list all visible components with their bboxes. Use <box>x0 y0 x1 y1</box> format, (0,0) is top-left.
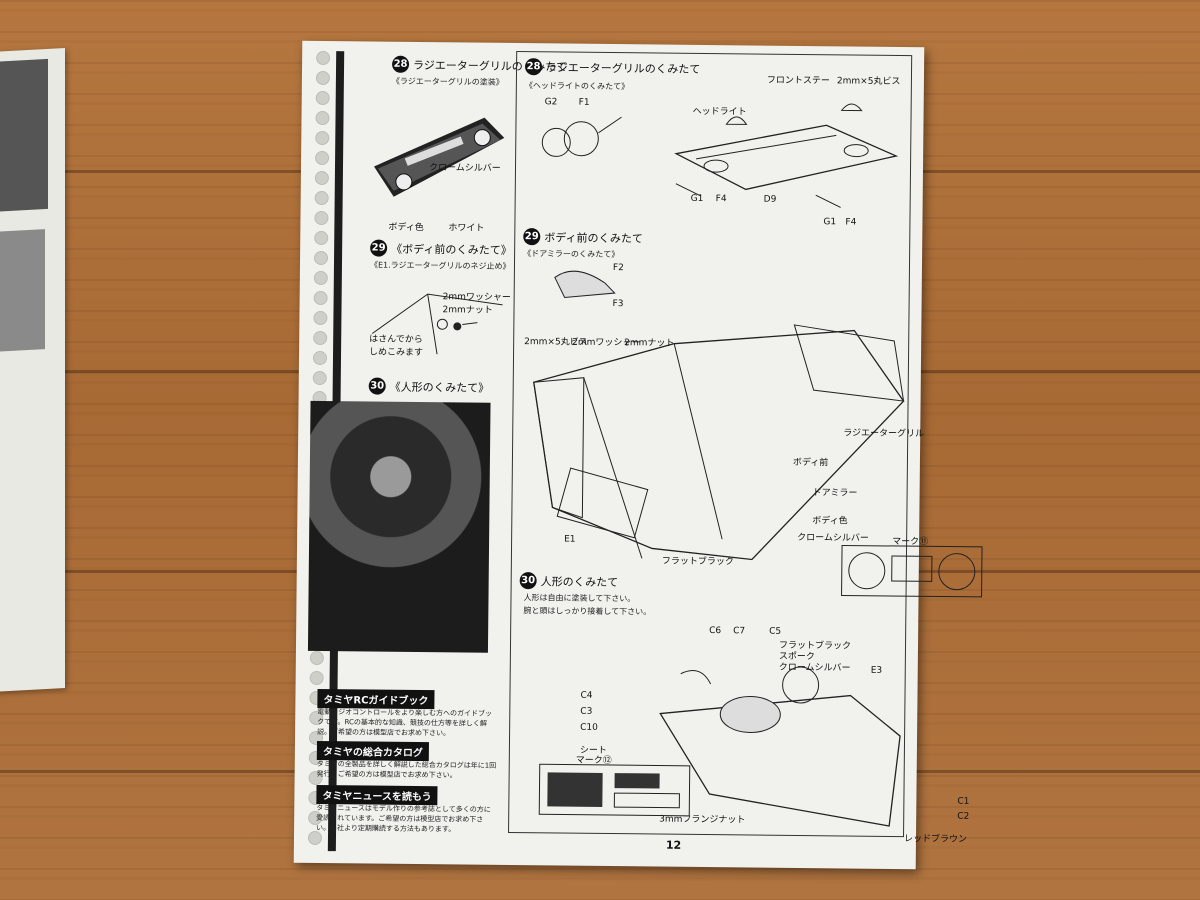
left-step29-heading: 29 《ボディ前のくみたて》 <box>370 239 512 257</box>
seat-and-figure-drawing <box>659 666 901 827</box>
left-step30-badge: 30 <box>368 377 386 395</box>
page-number: 12 <box>665 838 682 852</box>
body-label-chrome: クロームシルバー <box>797 532 869 544</box>
binding-hole <box>315 150 330 166</box>
right-step28-sub: 《ヘッドライトのくみたて》 <box>524 81 630 92</box>
left-column: 28 ラジエーターグリルのくみたて 《ラジエーターグリルの塗装》 ボディ色 ホワ… <box>342 51 567 853</box>
body-label-body-color: ボディ色 <box>812 516 848 527</box>
right-step29-heading: 29 ボディ前のくみたて <box>523 228 643 246</box>
part-c4: C4 <box>580 690 593 701</box>
part-c2: C2 <box>957 811 970 822</box>
right-step30-title: 人形のくみたて <box>540 574 619 589</box>
part-c6: C6 <box>709 626 722 637</box>
mark11-label: マーク⑪ <box>892 536 929 548</box>
body-label-nut: 2mmナット <box>624 338 675 349</box>
part-f4-right: F4 <box>845 217 857 228</box>
step29-label-nut: 2mmナット <box>442 305 493 316</box>
instruction-manual-page: 28 ラジエーターグリルのくみたて 《ラジエーターグリルの塗装》 ボディ色 ホワ… <box>293 40 983 870</box>
body-label-flat-black: フラットブラック <box>661 556 734 568</box>
left-step28-badge: 28 <box>391 55 410 73</box>
right-step28-title: ラジエーターグリルのくみたて <box>545 60 701 76</box>
part-f4-left: F4 <box>715 194 727 205</box>
left-step29-badge: 29 <box>370 239 388 257</box>
right-step28-heading: 28 ラジエーターグリルのくみたて <box>524 58 701 77</box>
headlight-assembly-drawing <box>541 103 899 208</box>
right-step28-badge: 28 <box>524 58 543 76</box>
grille-screw-drawing <box>371 293 503 355</box>
binding-hole <box>313 330 328 346</box>
guide-rc-book-text: 電動ラジオコントロールをより楽しむ方へのガイドブックです。RCの基本的な知識、競… <box>317 707 493 738</box>
right-step30-badge: 30 <box>519 572 537 590</box>
mark12-label: マーク⑫ <box>575 755 612 767</box>
part-c5: C5 <box>769 626 782 637</box>
seat-label-red-brown: レッドブラウン <box>903 834 968 845</box>
gauge-decal-drawing <box>841 544 983 598</box>
binding-hole <box>314 190 329 206</box>
part-f3: F3 <box>612 299 624 310</box>
label-front-stay: フロントステー <box>766 75 830 87</box>
seat-label-chrome: クロームシルバー <box>778 662 851 674</box>
background-instruction-sheet <box>0 48 65 692</box>
guide-catalog-text: タミヤの全製品を詳しく解説した総合カタログは年に1回発行。ご希望の方は模型店でお… <box>316 759 497 780</box>
binding-hole <box>314 230 329 246</box>
binding-hole <box>315 110 330 126</box>
radio-decal-drawing <box>538 763 691 817</box>
radiator-grille-drawing <box>374 117 505 197</box>
step30-note-1: 人形は自由に塗装して下さい。 <box>523 593 636 604</box>
part-g1-left: G1 <box>690 193 704 204</box>
part-g1-right: G1 <box>823 217 837 228</box>
left-step29-title: 《ボディ前のくみたて》 <box>391 242 512 257</box>
part-c3: C3 <box>580 706 593 717</box>
binding-hole <box>315 70 331 86</box>
left-step30-title: 《人形のくみたて》 <box>389 380 490 395</box>
binding-hole <box>314 210 329 226</box>
binding-hole <box>313 270 328 286</box>
binding-hole <box>309 670 324 686</box>
binding-hole <box>309 650 324 666</box>
body-label-radiator-grille: ラジエーターグリル <box>843 428 925 440</box>
label-headlight: ヘッドライト <box>692 106 747 118</box>
right-step29-badge: 29 <box>523 228 541 246</box>
part-c10: C10 <box>580 722 598 733</box>
binding-hole <box>313 290 328 306</box>
left-step28-sub: 《ラジエーターグリルの塗装》 <box>391 76 504 87</box>
binding-hole <box>314 170 329 186</box>
binding-hole <box>313 310 328 326</box>
right-step30-heading: 30 人形のくみたて <box>519 572 619 590</box>
grille-label-body: ボディ色 <box>388 222 424 234</box>
part-c1: C1 <box>957 796 970 807</box>
binding-hole <box>312 370 327 386</box>
step30-note-2: 腕と頭はしっかり接着して下さい。 <box>523 606 652 617</box>
label-screw: 2mm×5丸ビス <box>836 76 901 88</box>
guide-news-text: タミヤニュースはモデル作りの参考誌として多くの方に愛読されています。ご希望の方は… <box>316 803 491 834</box>
binding-hole <box>315 90 330 106</box>
left-step30-heading: 30 《人形のくみたて》 <box>368 377 490 395</box>
body-front-drawing <box>533 270 905 561</box>
right-step29-title: ボディ前のくみたて <box>544 230 644 245</box>
part-d9: D9 <box>763 194 777 205</box>
grille-label-white: ホワイト <box>448 223 485 234</box>
part-f1: F1 <box>578 97 590 108</box>
part-e1: E1 <box>564 534 576 545</box>
background-sheet-photo-2 <box>0 229 45 352</box>
part-f2: F2 <box>612 263 624 274</box>
part-g2: G2 <box>544 97 558 108</box>
binding-hole <box>312 350 328 366</box>
binding-hole <box>313 250 329 266</box>
part-c7: C7 <box>733 626 746 637</box>
driver-figure-photo <box>307 400 491 653</box>
binding-hole <box>315 130 330 146</box>
step29-label-washer: 2mmワッシャー <box>442 292 511 303</box>
binding-hole <box>316 50 331 66</box>
guide-catalog-tag: タミヤの総合カタログ <box>316 740 429 762</box>
grille-label-chrome: クロームシルバー <box>428 163 501 174</box>
left-step29-sub: 《E1.ラジエーターグリルのネジ止め》 <box>369 260 511 271</box>
step29-label-note: はさんでから しめこみます <box>369 334 424 359</box>
body-label-door-mirror: ドアミラー <box>812 488 858 499</box>
part-e3: E3 <box>870 665 883 676</box>
body-label-body-front: ボディ前 <box>792 457 829 469</box>
right-column-frame: 28 ラジエーターグリルのくみたて 《ヘッドライトのくみたて》 G2 F1 G1… <box>508 51 983 845</box>
guide-rc-book-tag: タミヤRCガイドブック <box>317 688 435 710</box>
background-sheet-photo <box>0 58 48 212</box>
